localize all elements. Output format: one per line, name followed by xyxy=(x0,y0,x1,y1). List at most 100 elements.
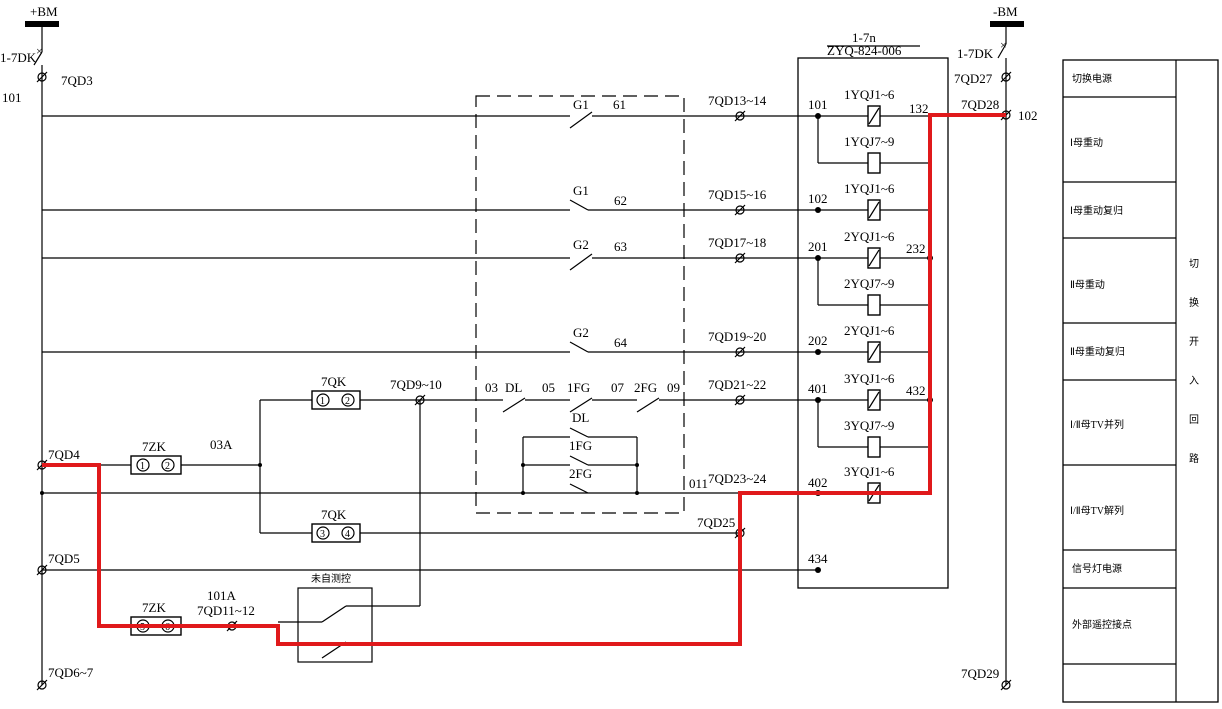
line-terminal-marks xyxy=(40,110,746,632)
switch-g2-label: G2 xyxy=(573,237,589,252)
zk-a-label: 7ZK xyxy=(142,439,166,454)
terminal-7qd11: 7QD11~12 xyxy=(197,603,255,618)
position-contact-box xyxy=(475,95,685,514)
left-terminal-7qd6: 7QD6~7 xyxy=(48,665,94,680)
device-output-232: 232 xyxy=(906,241,926,256)
chain-03: 03 xyxy=(485,380,498,395)
qk-b-pin3: 3 xyxy=(320,529,325,540)
switch-1fg-label: 1FG xyxy=(569,438,592,453)
legend-row-2: Ⅰ母重动 xyxy=(1070,136,1103,149)
relay-2yqj-b: 2YQJ7~9 xyxy=(844,276,894,291)
chain-05: 05 xyxy=(542,380,555,395)
right-terminal-7qd29: 7QD29 xyxy=(961,666,999,681)
highlighted-current-path xyxy=(42,463,131,628)
chain-07: 07 xyxy=(611,380,625,395)
legend-table: 切换电源 Ⅰ母重动 Ⅰ母重动复归 Ⅱ母重动 Ⅱ母重动复归 Ⅰ/Ⅱ母TV并列 Ⅰ/… xyxy=(1062,59,1219,703)
device-input-434: 434 xyxy=(808,551,828,566)
legend-side-2: 换 xyxy=(1189,296,1199,309)
positive-bus: +BM × 1-7DK 7QD3 101 7QD4 7QD5 7QD6~7 xyxy=(0,4,94,685)
component-7qk-a: 7QK 1 2 xyxy=(311,374,361,410)
legend-row-3: Ⅰ母重动复归 xyxy=(1070,204,1123,217)
left-breaker-label: 1-7DK xyxy=(0,50,37,65)
zk-a-pin1: 1 xyxy=(140,461,145,472)
terminal-7qd25: 7QD25 xyxy=(697,515,735,530)
terminal-labels: 7QD13~14 7QD15~16 7QD17~18 7QD19~20 7QD2… xyxy=(197,93,767,618)
device-input-101: 101 xyxy=(808,97,828,112)
legend-row-5: Ⅱ母重动复归 xyxy=(1070,345,1125,358)
relay-3yqj-c: 3YQJ1~6 xyxy=(844,464,895,479)
relay-2yqj-c: 2YQJ1~6 xyxy=(844,323,895,338)
right-terminal-7qd28: 7QD28 xyxy=(961,97,999,112)
qk-a-label: 7QK xyxy=(321,374,347,389)
legend-side-3: 开 xyxy=(1189,337,1199,348)
node-03a: 03A xyxy=(210,437,233,452)
terminal-7qd19: 7QD19~20 xyxy=(708,329,766,344)
terminal-7qd17: 7QD17~18 xyxy=(708,235,766,250)
switch-g2b-label: G2 xyxy=(573,325,589,340)
legend-row-1: 切换电源 xyxy=(1072,72,1112,85)
right-node-102: 102 xyxy=(1018,108,1038,123)
device-input-402: 402 xyxy=(808,475,828,490)
chain-2fg: 2FG xyxy=(634,380,657,395)
left-terminal-marks xyxy=(36,71,48,691)
terminal-7qd15: 7QD15~16 xyxy=(708,187,767,202)
switch-dl-label: DL xyxy=(572,410,589,425)
qk-b-pin4: 4 xyxy=(345,529,350,540)
device-input-401: 401 xyxy=(808,381,828,396)
legend-row-9: 外部遥控接点 xyxy=(1072,618,1132,631)
highlighted-path-a xyxy=(42,113,1006,646)
chain-1fg: 1FG xyxy=(567,380,590,395)
qk-a-pin2: 2 xyxy=(345,396,350,407)
qk-b-label: 7QK xyxy=(321,507,347,522)
component-7zk-b: 7ZK 5 6 xyxy=(130,600,182,636)
legend-side-4: 入 xyxy=(1189,376,1199,387)
component-7zk-a: 7ZK 1 2 xyxy=(130,439,182,475)
terminal-7qd13: 7QD13~14 xyxy=(708,93,767,108)
relay-1yqj-c: 1YQJ1~6 xyxy=(844,181,895,196)
relay-3yqj-b: 3YQJ7~9 xyxy=(844,418,894,433)
terminal-7qd23: 7QD23~24 xyxy=(708,471,767,486)
switch-g2-no: 63 xyxy=(614,239,627,254)
switch-g2b-no: 64 xyxy=(614,335,628,350)
switch-g1-label: G1 xyxy=(573,97,589,112)
legend-row-8: 信号灯电源 xyxy=(1072,562,1122,575)
device-output-432: 432 xyxy=(906,383,926,398)
chain-dl: DL xyxy=(505,380,522,395)
legend-side-1: 切 xyxy=(1189,258,1199,270)
negative-bus-label: -BM xyxy=(993,4,1018,19)
switch-g1b-no: 62 xyxy=(614,193,627,208)
positive-bus-label: +BM xyxy=(30,4,58,19)
device-input-201: 201 xyxy=(808,239,828,254)
right-breaker-label: 1-7DK xyxy=(957,46,994,61)
zk-a-pin2: 2 xyxy=(165,461,170,472)
relay-3yqj-a: 3YQJ1~6 xyxy=(844,371,895,386)
terminal-7qd21: 7QD21~22 xyxy=(708,377,766,392)
right-terminal-7qd27: 7QD27 xyxy=(954,71,993,86)
svg-text:×: × xyxy=(36,44,43,58)
remote-switch-label: 未自测控 xyxy=(311,572,351,585)
node-011: 011 xyxy=(689,476,708,491)
remote-control-switch: 未自测控 xyxy=(297,572,373,663)
legend-row-7: Ⅰ/Ⅱ母TV解列 xyxy=(1070,504,1124,517)
svg-text:×: × xyxy=(1000,38,1007,52)
switch-labels: G1 61 G1 62 G2 63 G2 64 03 DL 05 1FG 07 … xyxy=(207,97,708,603)
negative-bus: -BM × 1-7DK 7QD27 7QD28 102 7QD29 xyxy=(954,4,1038,691)
left-terminal-7qd4: 7QD4 xyxy=(48,447,80,462)
legend-side-5: 回 xyxy=(1189,414,1199,426)
device-output-132: 132 xyxy=(909,101,929,116)
switch-g1b-label: G1 xyxy=(573,183,589,198)
component-7qk-b: 7QK 3 4 xyxy=(311,507,361,543)
device-input-102: 102 xyxy=(808,191,828,206)
switch-2fg-label: 2FG xyxy=(569,466,592,481)
relay-1yqj-a: 1YQJ1~6 xyxy=(844,87,895,102)
device-model: ZYQ-824-006 xyxy=(827,43,902,58)
device-input-202: 202 xyxy=(808,333,828,348)
chain-09: 09 xyxy=(667,380,680,395)
left-terminal-7qd5: 7QD5 xyxy=(48,551,80,566)
legend-side-6: 路 xyxy=(1189,452,1199,465)
qk-a-pin1: 1 xyxy=(320,396,325,407)
zk-b-label: 7ZK xyxy=(142,600,166,615)
legend-row-4: Ⅱ母重动 xyxy=(1070,278,1105,291)
switch-g1-no: 61 xyxy=(613,97,626,112)
